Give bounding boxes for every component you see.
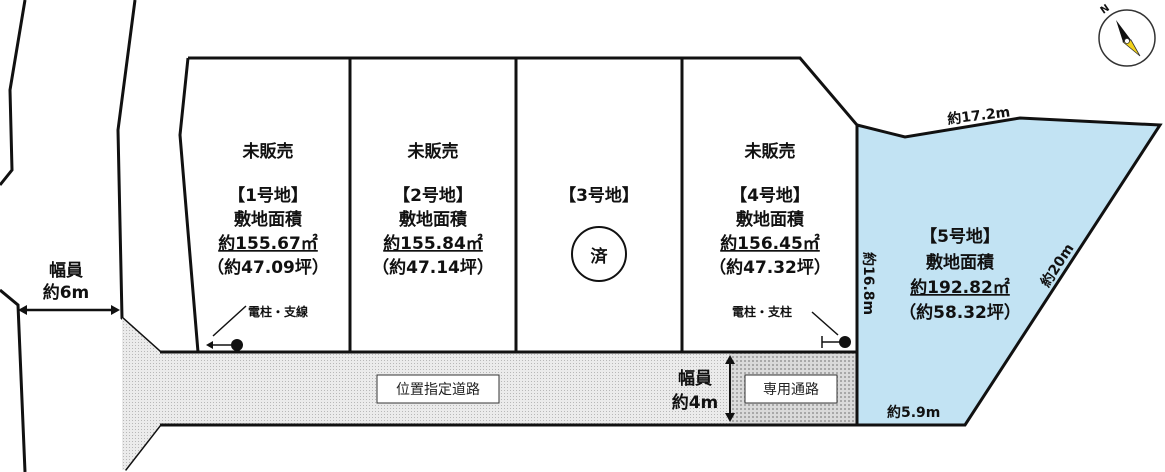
pole-right-label: 電柱・支柱 xyxy=(732,304,792,319)
left-road-boundary xyxy=(0,0,27,472)
road-width-arrow xyxy=(725,355,735,422)
road-width-label: 幅員 xyxy=(678,368,712,389)
svg-text:約192.82㎡: 約192.82㎡ xyxy=(910,277,1010,298)
road-width-value: 約4m xyxy=(672,392,719,413)
svg-text:（約58.32坪）: （約58.32坪） xyxy=(899,302,1021,323)
utility-pole-left-icon xyxy=(206,305,247,351)
svg-text:敷地面積: 敷地面積 xyxy=(399,209,468,230)
svg-text:敷地面積: 敷地面積 xyxy=(736,209,805,230)
svg-text:（約47.14坪）: （約47.14坪） xyxy=(372,257,494,278)
sold-mark-circle xyxy=(571,226,627,282)
lot-2-label: 未販売 【2号地】 敷地面積 約155.84㎡ （約47.14坪） xyxy=(372,141,494,278)
svg-text:敷地面積: 敷地面積 xyxy=(234,209,303,230)
svg-text:（約47.32坪）: （約47.32坪） xyxy=(709,257,831,278)
svg-text:【2号地】: 【2号地】 xyxy=(393,185,473,206)
utility-pole-right-icon xyxy=(811,311,851,348)
lot-5 xyxy=(855,116,1163,427)
private-road-label-box xyxy=(744,374,838,404)
svg-text:（約47.09坪）: （約47.09坪） xyxy=(207,257,329,278)
designated-road-label: 位置指定道路 xyxy=(396,382,480,398)
left-road-width-label: 幅員 xyxy=(49,260,83,281)
svg-text:未販売: 未販売 xyxy=(407,141,459,162)
svg-text:未販売: 未販売 xyxy=(242,141,294,162)
svg-text:敷地面積: 敷地面積 xyxy=(926,252,995,273)
svg-text:約156.45㎡: 約156.45㎡ xyxy=(720,233,820,254)
dim-bottom: 約5.9m xyxy=(887,404,940,421)
svg-text:約155.67㎡: 約155.67㎡ xyxy=(218,233,318,254)
lot-4-label: 未販売 【4号地】 敷地面積 約156.45㎡ （約47.32坪） xyxy=(709,141,831,278)
svg-text:未販売: 未販売 xyxy=(744,141,796,162)
pole-left-label: 電柱・支線 xyxy=(248,304,308,319)
svg-text:済: 済 xyxy=(591,246,609,267)
dim-left: 約16.8m xyxy=(860,252,877,315)
lot-3-label: 【3号地】 済 xyxy=(559,185,639,282)
svg-text:N: N xyxy=(1099,3,1112,17)
lot-5-label: 【5号地】 敷地面積 約192.82㎡ （約58.32坪） xyxy=(899,226,1021,323)
left-road-width-arrow xyxy=(18,305,120,315)
lot-1-label: 未販売 【1号地】 敷地面積 約155.67㎡ （約47.09坪） xyxy=(207,141,329,278)
north-compass-icon: N xyxy=(1098,3,1156,67)
left-road-width-value: 約6m xyxy=(43,282,90,303)
svg-text:【3号地】: 【3号地】 xyxy=(559,185,639,206)
private-road-label: 専用通路 xyxy=(763,382,819,398)
svg-text:【5号地】: 【5号地】 xyxy=(920,226,1000,247)
svg-text:約155.84㎡: 約155.84㎡ xyxy=(383,233,483,254)
designated-road-label-box xyxy=(376,374,500,404)
svg-text:【1号地】: 【1号地】 xyxy=(228,185,308,206)
svg-text:【4号地】: 【4号地】 xyxy=(730,185,810,206)
